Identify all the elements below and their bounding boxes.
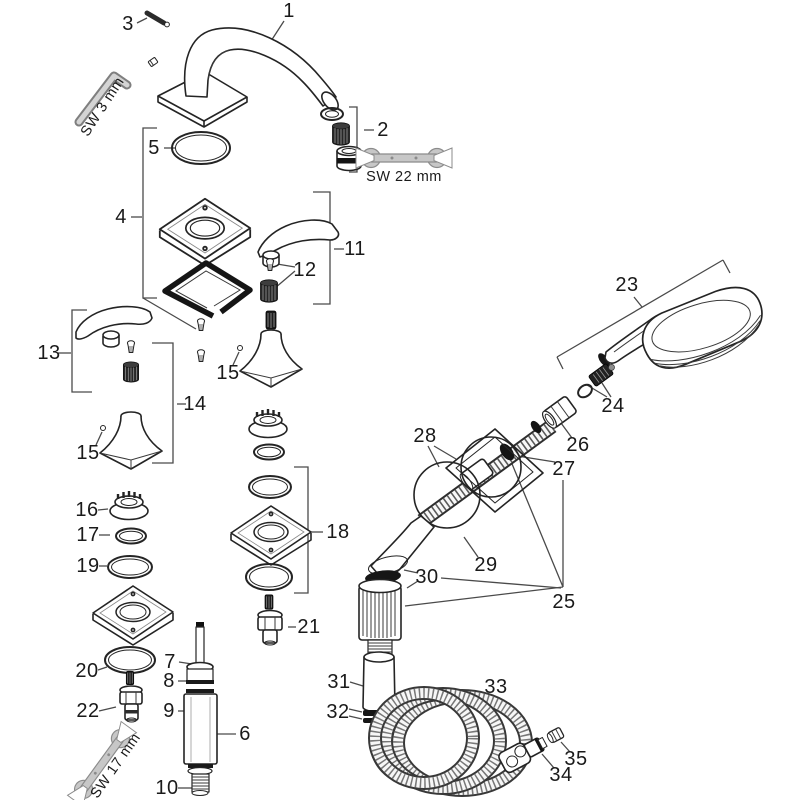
part-label-15a: 15	[216, 362, 240, 384]
part-label-21: 21	[297, 616, 321, 638]
escutcheon-left	[92, 585, 174, 646]
part-label-5: 5	[148, 137, 160, 159]
part-label-13: 13	[37, 342, 61, 364]
part-label-16: 16	[75, 499, 99, 521]
part-22-valve	[119, 670, 143, 723]
part-13-lever	[75, 305, 153, 348]
part-17-oring	[115, 527, 147, 545]
part-label-29: 29	[474, 554, 498, 576]
part-label-23: 23	[615, 274, 639, 296]
part-16-nut-ring	[108, 489, 150, 521]
grub-screw	[147, 57, 159, 67]
part-label-14: 14	[183, 393, 207, 415]
part-label-35: 35	[564, 748, 588, 770]
handshower-base-ring	[598, 353, 610, 367]
part-3-pin	[144, 10, 170, 28]
bracket-lines	[71, 106, 731, 594]
part-label-30: 30	[415, 566, 439, 588]
part-34-hose-fitting	[498, 736, 548, 774]
part-28-rings	[413, 436, 522, 529]
part-6-cartridge	[183, 622, 218, 796]
part-19-oring	[107, 555, 153, 579]
part-label-15b: 15	[76, 442, 100, 464]
part-label-22: 22	[76, 700, 100, 722]
part-label-18: 18	[326, 521, 350, 543]
part-label-1: 1	[283, 0, 295, 22]
part-label-12: 12	[293, 259, 317, 281]
part-label-11: 11	[344, 238, 366, 260]
part-29-clamp-plate	[445, 428, 544, 513]
cartridge-thread	[191, 773, 210, 796]
part-21-valve	[257, 594, 283, 646]
part-label-6: 6	[239, 723, 251, 745]
handshower-head	[641, 286, 763, 369]
part-label-4: 4	[115, 206, 127, 228]
part-15-setscrew-right	[237, 345, 243, 351]
part-14-handle-base-right	[237, 310, 303, 388]
part-label-26: 26	[566, 434, 590, 456]
part-label-3: 3	[122, 13, 134, 35]
wrench-sw22	[355, 147, 453, 169]
allen-key	[74, 71, 132, 127]
handle-screws	[196, 318, 206, 362]
part-label-2: 2	[377, 119, 389, 141]
part-26-hose-nut	[541, 396, 577, 429]
part-30-ribbed-sleeve	[358, 578, 402, 641]
part-1-spout	[157, 27, 339, 128]
part-label-24: 24	[601, 395, 625, 417]
part-label-7: 7	[164, 651, 176, 673]
part-label-10: 10	[155, 777, 179, 799]
part-15-setscrew-left	[100, 425, 106, 431]
part-label-33: 33	[484, 676, 508, 698]
part-35-nut	[546, 727, 565, 744]
part-label-34: 34	[549, 764, 573, 786]
part-33-hose-coil	[368, 686, 533, 797]
part-label-32: 32	[326, 701, 350, 723]
part-5-oring	[171, 131, 231, 165]
part-27-seal	[499, 443, 515, 461]
part-4-escutcheon	[158, 197, 253, 319]
hose-seal-small	[530, 420, 542, 434]
part-label-28: 28	[413, 425, 437, 447]
part-18-group	[230, 407, 312, 591]
part-label-25: 25	[552, 591, 576, 613]
part-4-seal-ring	[162, 260, 253, 319]
part-23-handshower	[598, 286, 763, 369]
part-label-17: 17	[76, 524, 100, 546]
part-14-handle-base-left	[99, 340, 163, 470]
part-label-9: 9	[163, 700, 175, 722]
part-label-31: 31	[327, 671, 351, 693]
part-label-19: 19	[76, 555, 100, 577]
part-24-check-valve	[577, 363, 615, 399]
part-2-aerator-set	[320, 107, 362, 172]
part-20-oring	[104, 646, 156, 674]
tool-label-wrench-22: SW 22 mm	[366, 168, 442, 185]
part-label-20: 20	[75, 660, 99, 682]
part-label-27: 27	[552, 458, 576, 480]
part-label-8: 8	[163, 670, 175, 692]
